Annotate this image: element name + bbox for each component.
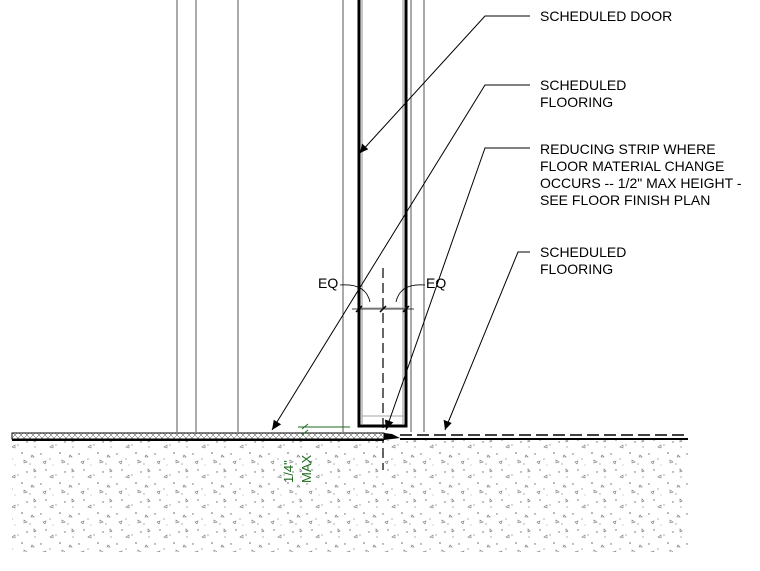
leader-lines (271, 15, 530, 431)
eq-dimension (339, 284, 426, 313)
callout-scheduled-door: SCHEDULED DOOR (540, 8, 672, 24)
callout-reducing-strip: REDUCING STRIP WHERE FLOOR MATERIAL CHAN… (540, 141, 745, 208)
eq-left-label: EQ (318, 275, 338, 291)
gap-dimension (298, 423, 350, 436)
callout-scheduled-flooring-upper: SCHEDULED FLOORING (540, 77, 630, 110)
gap-dimension-value: 1/4" (281, 460, 296, 483)
wall-frame-lines (176, 0, 425, 432)
eq-right-label: EQ (426, 275, 446, 291)
reducing-strip (384, 433, 400, 440)
gap-dimension-limit: MAX (299, 455, 314, 484)
leader-arrowheads (272, 143, 452, 430)
callout-scheduled-flooring-lower: SCHEDULED FLOORING (540, 244, 630, 277)
concrete-slab (12, 440, 688, 552)
flooring-hatched-left (11, 432, 385, 440)
